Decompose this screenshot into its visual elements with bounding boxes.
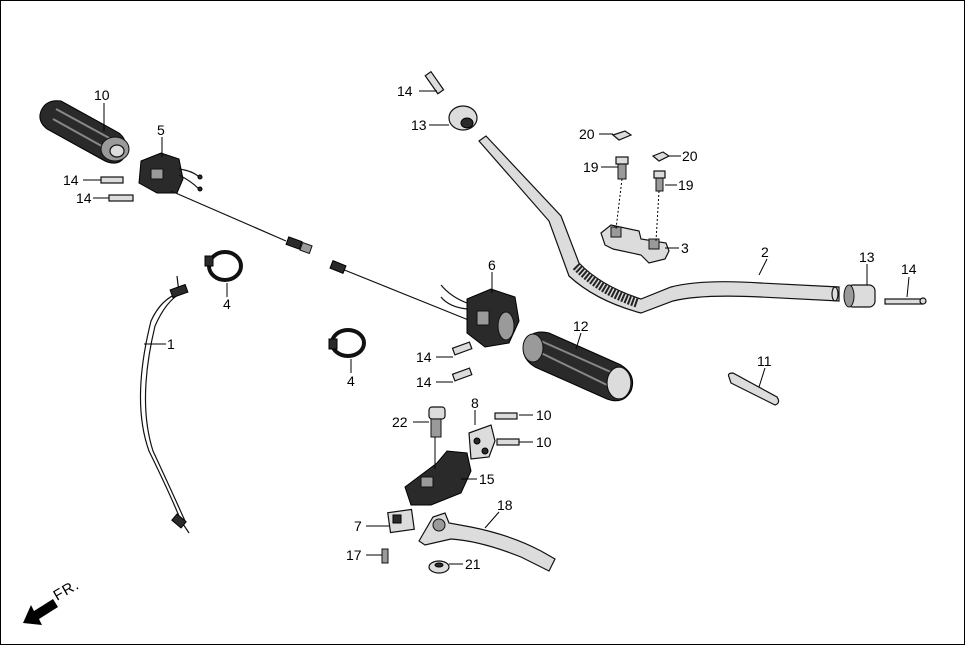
callout-4-a: 4 <box>223 296 231 312</box>
callout-19-b: 19 <box>678 177 694 193</box>
callout-14-b: 14 <box>76 190 92 206</box>
callout-14-e: 14 <box>416 349 432 365</box>
callout-10-b: 10 <box>536 434 552 450</box>
callout-8: 8 <box>471 395 479 411</box>
lever-assembly <box>381 406 556 574</box>
pin <box>727 372 780 406</box>
bar-end-left <box>424 70 478 131</box>
callout-1: 1 <box>167 336 175 352</box>
clutch-cable <box>139 275 190 534</box>
callout-7: 7 <box>354 518 362 534</box>
front-direction-indicator: FR. <box>23 576 83 625</box>
leader-lines <box>83 90 910 565</box>
left-switch <box>100 152 313 255</box>
right-grip <box>522 331 634 402</box>
callout-17: 17 <box>346 547 362 563</box>
bar-end-right <box>843 284 927 308</box>
callout-14-d: 14 <box>901 261 917 277</box>
callout-10-a: 10 <box>536 407 552 423</box>
callout-20-b: 20 <box>682 148 698 164</box>
front-arrow-icon <box>23 599 58 625</box>
callout-11: 11 <box>757 353 772 369</box>
handlebar-clamp <box>600 130 671 264</box>
callout-21: 21 <box>465 556 481 572</box>
callout-13-a: 13 <box>411 117 427 133</box>
callout-14-f: 14 <box>416 374 432 390</box>
front-label: FR. <box>51 576 83 604</box>
callout-22: 22 <box>392 414 408 430</box>
callout-3: 3 <box>681 240 689 256</box>
callout-2: 2 <box>761 244 769 260</box>
callout-19-a: 19 <box>583 159 599 175</box>
callout-labels: 10 5 14 14 4 1 4 6 14 13 20 19 20 19 3 2… <box>63 83 917 572</box>
callout-10-left-grip: 10 <box>94 87 110 103</box>
callout-18: 18 <box>497 497 513 513</box>
callout-14-c: 14 <box>397 83 413 99</box>
callout-13-b: 13 <box>859 249 875 265</box>
right-switch <box>329 260 520 382</box>
cable-clips <box>204 250 366 358</box>
callout-14-a: 14 <box>63 172 79 188</box>
handlebar <box>478 135 840 314</box>
callout-20-a: 20 <box>579 126 595 142</box>
callout-6: 6 <box>488 257 496 273</box>
callout-5: 5 <box>157 122 165 138</box>
callout-12: 12 <box>573 318 589 334</box>
left-grip <box>39 100 130 164</box>
callout-15: 15 <box>479 471 495 487</box>
callout-4-b: 4 <box>347 373 355 389</box>
